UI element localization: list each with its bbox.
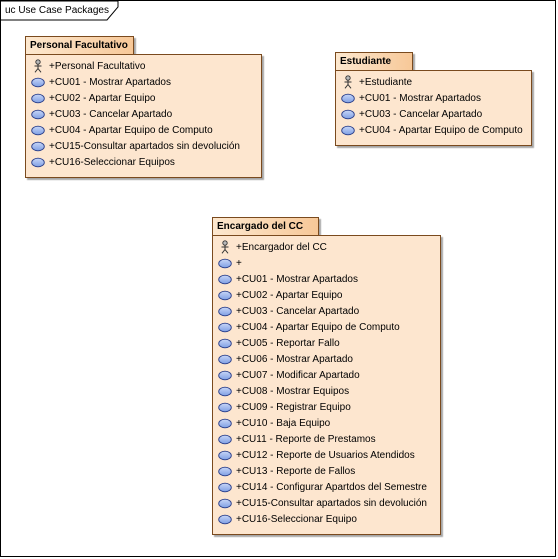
use-case-icon: [218, 304, 232, 318]
use-case-icon: [218, 416, 232, 430]
package-use-case-item[interactable]: +CU02 - Apartar Equipo: [218, 287, 342, 303]
use-case-icon: [218, 336, 232, 350]
package-actor-item[interactable]: +Encargador del CC: [218, 239, 327, 255]
package-name: Encargado del CC: [217, 221, 304, 232]
item-label: +CU10 - Baja Equipo: [236, 417, 331, 429]
use-case-icon: [218, 256, 232, 270]
item-label: +CU11 - Reporte de Prestamos: [236, 433, 376, 445]
package-use-case-item[interactable]: +CU15-Consultar apartados sin devolución: [218, 495, 427, 511]
package-use-case-item[interactable]: +CU02 - Apartar Equipo: [31, 90, 155, 106]
package-use-case-item[interactable]: +CU16-Seleccionar Equipo: [218, 511, 357, 527]
item-label: +: [236, 257, 242, 269]
package-use-case-item[interactable]: +CU03 - Cancelar Apartado: [31, 106, 172, 122]
item-label: +CU04 - Apartar Equipo de Computo: [359, 124, 523, 136]
actor-icon: [218, 240, 232, 254]
package-use-case-item[interactable]: +CU01 - Mostrar Apartados: [31, 74, 171, 90]
item-label: +CU09 - Registrar Equipo: [236, 401, 351, 413]
use-case-icon: [218, 480, 232, 494]
use-case-icon: [218, 320, 232, 334]
use-case-icon: [218, 496, 232, 510]
package-actor-item[interactable]: +Estudiante: [341, 74, 412, 90]
item-label: +CU13 - Reporte de Fallos: [236, 465, 356, 477]
use-case-icon: [218, 272, 232, 286]
item-label: +CU01 - Mostrar Apartados: [359, 92, 481, 104]
use-case-icon: [218, 512, 232, 526]
package-use-case-item[interactable]: +CU09 - Registrar Equipo: [218, 399, 351, 415]
use-case-icon: [218, 432, 232, 446]
item-label: +CU02 - Apartar Equipo: [49, 92, 156, 104]
package-use-case-item[interactable]: +CU01 - Mostrar Apartados: [341, 90, 481, 106]
package-body: [212, 235, 441, 535]
package-use-case-item[interactable]: +CU10 - Baja Equipo: [218, 415, 330, 431]
package-use-case-item[interactable]: +CU06 - Mostrar Apartado: [218, 351, 353, 367]
item-label: +CU01 - Mostrar Apartados: [236, 273, 358, 285]
item-label: +CU16-Seleccionar Equipo: [236, 513, 357, 525]
use-case-icon: [218, 384, 232, 398]
use-case-icon: [341, 91, 355, 105]
item-label: +CU08 - Mostrar Equipos: [236, 385, 350, 397]
use-case-icon: [31, 91, 45, 105]
item-label: +CU03 - Cancelar Apartado: [49, 108, 173, 120]
diagram-title: uc Use Case Packages: [5, 5, 109, 16]
item-label: +CU12 - Reporte de Usuarios Atendidos: [236, 449, 415, 461]
package-use-case-item[interactable]: +CU07 - Modificar Apartado: [218, 367, 360, 383]
use-case-icon: [31, 107, 45, 121]
use-case-icon: [341, 107, 355, 121]
item-label: +CU01 - Mostrar Apartados: [49, 76, 171, 88]
use-case-icon: [218, 368, 232, 382]
package-tab: Personal Facultativo: [25, 36, 134, 55]
package-name: Estudiante: [340, 56, 392, 67]
package-actor-item[interactable]: +Personal Facultativo: [31, 58, 145, 74]
use-case-icon: [341, 123, 355, 137]
actor-icon: [31, 59, 45, 73]
item-label: +Estudiante: [359, 76, 413, 88]
package-name: Personal Facultativo: [30, 40, 128, 51]
package-use-case-item[interactable]: +CU16-Seleccionar Equipos: [31, 154, 175, 170]
use-case-icon: [218, 400, 232, 414]
item-label: +CU04 - Apartar Equipo de Computo: [49, 124, 213, 136]
package-use-case-item[interactable]: +CU05 - Reportar Fallo: [218, 335, 340, 351]
use-case-icon: [31, 139, 45, 153]
package-use-case-item[interactable]: +CU08 - Mostrar Equipos: [218, 383, 349, 399]
item-label: +CU07 - Modificar Apartado: [236, 369, 360, 381]
item-label: +CU15-Consultar apartados sin devolución: [236, 497, 427, 509]
use-case-icon: [218, 352, 232, 366]
package-tab: Encargado del CC: [212, 217, 319, 236]
use-case-icon: [218, 448, 232, 462]
use-case-icon: [218, 288, 232, 302]
package-use-case-item[interactable]: +CU15-Consultar apartados sin devolución: [31, 138, 240, 154]
package-use-case-item[interactable]: +CU14 - Configurar Apartdos del Semestre: [218, 479, 427, 495]
package-use-case-item[interactable]: +CU03 - Cancelar Apartado: [218, 303, 359, 319]
item-label: +CU04 - Apartar Equipo de Computo: [236, 321, 400, 333]
package-use-case-item[interactable]: +CU13 - Reporte de Fallos: [218, 463, 355, 479]
package-use-case-item[interactable]: +CU03 - Cancelar Apartado: [341, 106, 482, 122]
item-label: +Personal Facultativo: [49, 60, 146, 72]
package-body: [335, 70, 532, 146]
use-case-icon: [31, 75, 45, 89]
item-label: +Encargador del CC: [236, 241, 327, 253]
item-label: +CU03 - Cancelar Apartado: [236, 305, 360, 317]
package-use-case-item[interactable]: +CU11 - Reporte de Prestamos: [218, 431, 376, 447]
package-use-case-item[interactable]: +CU04 - Apartar Equipo de Computo: [341, 122, 523, 138]
package-tab: Estudiante: [335, 52, 413, 71]
item-label: +CU15-Consultar apartados sin devolución: [49, 140, 240, 152]
package-use-case-item[interactable]: +CU04 - Apartar Equipo de Computo: [31, 122, 213, 138]
use-case-icon: [218, 464, 232, 478]
package-use-case-item[interactable]: +CU12 - Reporte de Usuarios Atendidos: [218, 447, 415, 463]
package-body: [25, 54, 262, 178]
package-use-case-item[interactable]: +CU01 - Mostrar Apartados: [218, 271, 358, 287]
diagram-frame-tab: [1, 1, 119, 21]
use-case-icon: [31, 123, 45, 137]
package-use-case-item[interactable]: +CU04 - Apartar Equipo de Computo: [218, 319, 400, 335]
item-label: +CU06 - Mostrar Apartado: [236, 353, 353, 365]
item-label: +CU02 - Apartar Equipo: [236, 289, 343, 301]
item-label: +CU05 - Reportar Fallo: [236, 337, 340, 349]
package-use-case-item[interactable]: +: [218, 255, 242, 271]
item-label: +CU14 - Configurar Apartdos del Semestre: [236, 481, 427, 493]
item-label: +CU03 - Cancelar Apartado: [359, 108, 483, 120]
item-label: +CU16-Seleccionar Equipos: [49, 156, 175, 168]
actor-icon: [341, 75, 355, 89]
use-case-icon: [31, 155, 45, 169]
